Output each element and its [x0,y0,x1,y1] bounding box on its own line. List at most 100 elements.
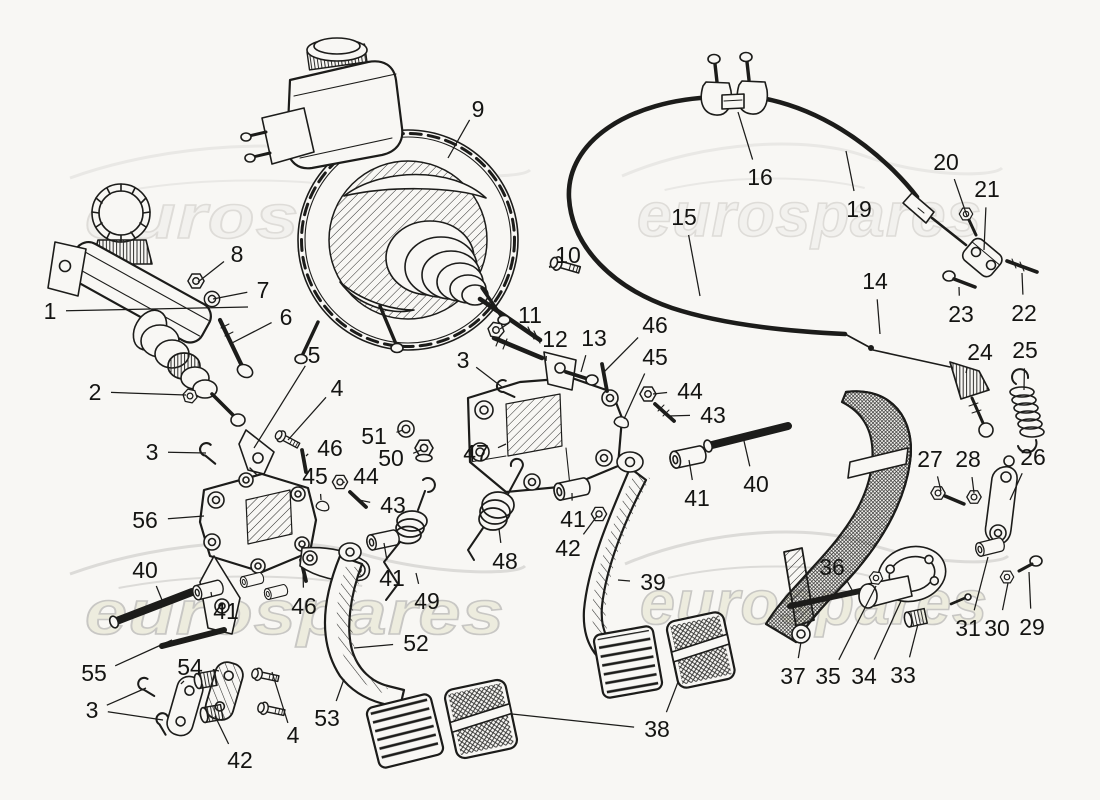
callout-leader [65,306,249,312]
callout-number-50: 50 [378,445,404,471]
callout-leader [548,265,551,269]
callout-number-30: 30 [984,615,1010,641]
callout-leader [1001,582,1009,611]
callout-leader [652,391,668,395]
cable-clamps [700,51,769,116]
callout-number-28: 28 [955,446,981,472]
callout-leader [167,515,205,520]
callout-leader [936,476,942,492]
callout-leader [212,668,220,672]
callout-number-46: 46 [291,593,317,619]
callout-leader [665,681,679,713]
callout-number-5: 5 [308,342,321,368]
callout-leader [580,355,587,373]
callout-number-13: 13 [581,325,607,351]
callout-leader [743,440,751,467]
callout-number-2: 2 [89,379,102,405]
callout-leader [155,585,163,601]
watermark-swoosh [664,177,865,191]
callout-number-41: 41 [213,598,239,624]
callout-leader [983,207,987,251]
cable-adjuster [949,361,994,438]
callout-number-38: 38 [644,716,670,742]
watermark-text: eurospares [85,579,505,648]
callout-leader [845,150,855,192]
callout-leader [497,443,507,449]
callout-number-53: 53 [314,705,340,731]
callout-leader [180,680,185,685]
callout-number-24: 24 [967,339,993,365]
callout-number-37: 37 [780,663,806,689]
watermark-swoosh [624,530,1010,566]
callout-number-3: 3 [457,347,470,373]
callout-leader [271,671,289,724]
callout-leader [110,391,187,396]
callout-leader [687,234,701,297]
callout-leader [688,459,693,481]
callout-leader [582,515,598,535]
callout-number-42: 42 [227,747,253,773]
callout-number-3: 3 [146,439,159,465]
callout-leader [412,449,422,454]
callout-leader [737,111,754,160]
callout-number-1: 1 [44,298,57,324]
callout-leader [287,396,327,441]
callout-number-43: 43 [380,492,406,518]
fluid-reservoir [240,37,404,170]
return-spring [1009,368,1045,454]
callout-leader [212,291,248,300]
callout-leader [353,643,394,649]
callout-number-31: 31 [955,615,981,641]
callout-number-9: 9 [472,96,485,122]
callout-number-3: 3 [86,697,99,723]
callout-leader [876,299,881,335]
callout-leader [603,337,639,373]
callout-leader [383,542,388,561]
callout-leader [214,715,230,745]
lower-pedal-bracket [108,472,371,649]
callout-number-10: 10 [555,242,581,268]
callout-leader [667,414,691,417]
callout-leader [114,639,173,667]
callout-leader [107,711,164,721]
callout-number-49: 49 [414,588,440,614]
callout-number-14: 14 [862,268,888,294]
callout-leader [953,178,968,217]
callout-number-41: 41 [379,565,405,591]
callout-number-42: 42 [555,535,581,561]
callout-number-19: 19 [846,196,872,222]
callout-number-15: 15 [671,204,697,230]
callout-number-45: 45 [642,344,668,370]
callout-leader [873,600,902,660]
callout-number-25: 25 [1012,337,1038,363]
callout-leader [499,322,510,330]
callout-number-23: 23 [948,301,974,327]
callout-number-40: 40 [743,471,769,497]
throttle-cable [566,94,968,368]
callout-leader [210,591,213,597]
callout-number-52: 52 [403,630,429,656]
callout-number-41: 41 [684,485,710,511]
callout-number-7: 7 [257,277,270,303]
callout-number-39: 39 [640,569,666,595]
clutch-pedal [323,542,445,769]
callout-leader [1028,571,1032,609]
upper-pedal-bracket [466,254,792,522]
callout-number-47: 47 [463,440,489,466]
callout-number-26: 26 [1020,444,1046,470]
callout-leader [197,261,225,283]
callout-number-12: 12 [542,326,568,352]
callout-number-43: 43 [700,402,726,428]
callout-number-46: 46 [317,435,343,461]
callout-leader [908,623,919,658]
cable-clevis [942,207,1039,289]
callout-number-45: 45 [302,463,328,489]
brake-booster [294,129,543,365]
callout-number-51: 51 [361,423,387,449]
callout-leader [475,366,503,388]
callout-leader [1009,472,1023,501]
pedal-stop-parts [136,661,287,737]
callout-leaders [65,111,1032,745]
